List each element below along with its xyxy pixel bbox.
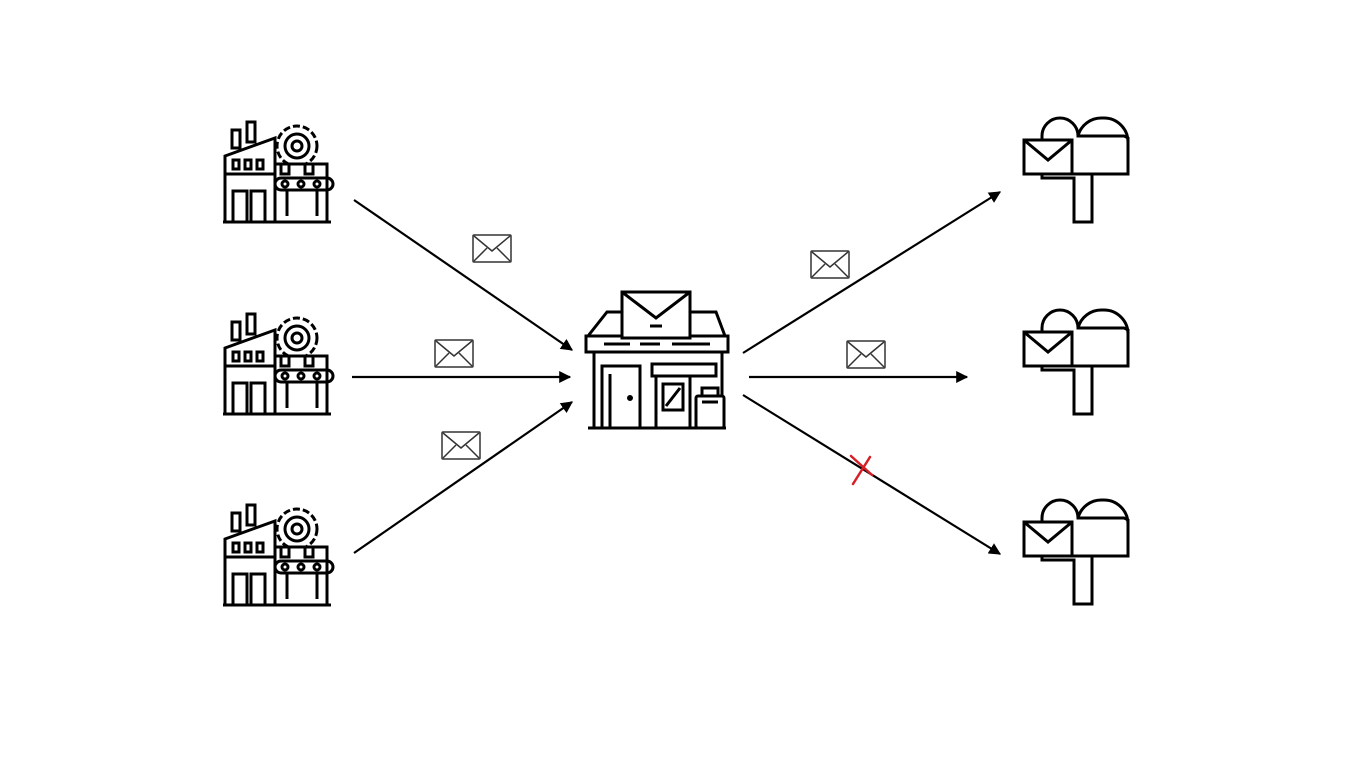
envelope-icon (810, 250, 850, 279)
red-x-icon (849, 454, 874, 486)
edge-broker-to-consumer-1 (742, 191, 1002, 354)
factory-icon (221, 503, 335, 607)
mailbox-icon (1022, 308, 1130, 416)
envelope-icon (846, 340, 886, 369)
mailbox-icon (1022, 116, 1130, 224)
envelope-icon (441, 431, 481, 460)
edge-producer-1-to-broker (353, 199, 573, 351)
envelope-icon (434, 339, 474, 368)
edge-producer-3-to-broker (353, 401, 573, 554)
post-office-icon (584, 290, 730, 430)
factory-icon (221, 312, 335, 416)
envelope-icon (472, 234, 512, 263)
mailbox-icon (1022, 498, 1130, 606)
factory-icon (221, 120, 335, 224)
